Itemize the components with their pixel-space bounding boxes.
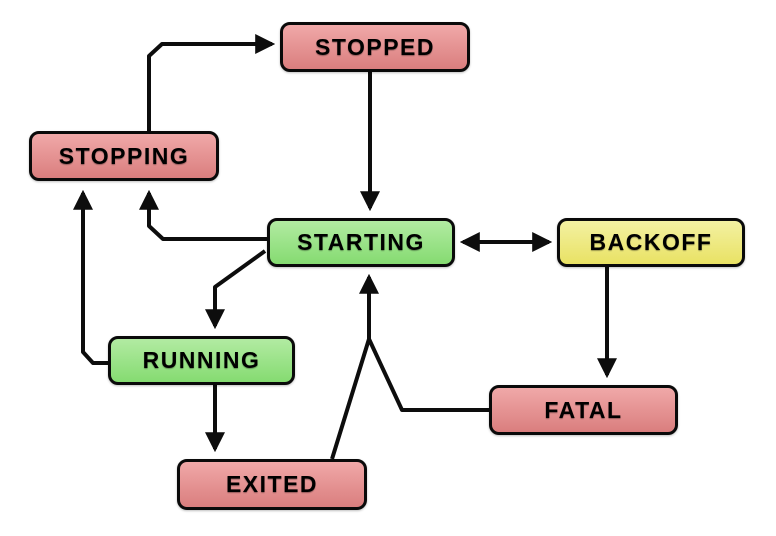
edge-starting-to-running [205,249,267,330]
node-label-stopping: STOPPING [58,142,190,169]
node-fatal: FATAL [489,385,678,435]
node-running: RUNNING [108,336,295,385]
node-label-starting: STARTING [297,229,425,255]
edges-group [73,34,617,460]
edge-stopping-to-stopped [147,34,276,131]
node-label-backoff: BACKOFF [589,229,713,255]
node-exited: EXITED [177,459,367,510]
node-backoff: BACKOFF [557,218,745,267]
node-label-exited: EXITED [225,471,319,497]
node-label-fatal: FATAL [544,396,623,423]
node-stopping: STOPPING [29,131,219,181]
edge-starting-to-stopping [139,189,267,241]
node-starting: STARTING [267,218,455,267]
edge-fatal-to-starting-merge [367,338,489,412]
edge-running-to-stopping [73,189,108,365]
node-label-running: RUNNING [142,347,261,373]
node-label-stopped: STOPPED [315,33,435,60]
edge-exited-to-starting [330,273,379,460]
node-stopped: STOPPED [280,22,470,72]
